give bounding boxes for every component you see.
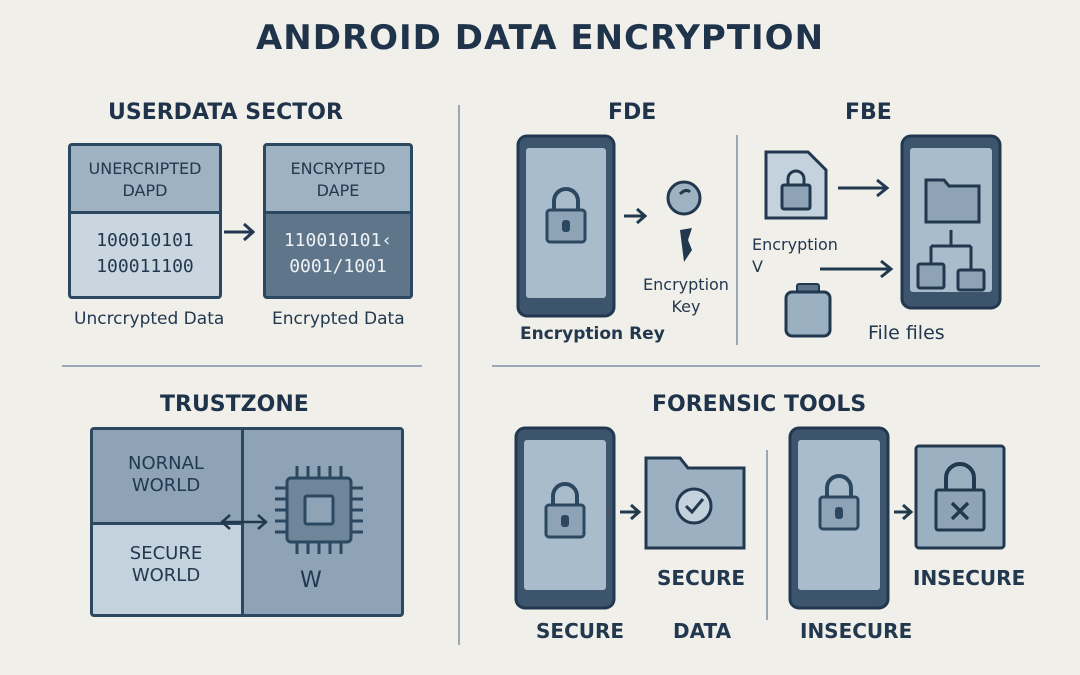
insecure-label: INSECURE: [913, 566, 1026, 590]
unencrypted-bits-1: 100010101: [96, 230, 194, 251]
forensic-heading: FORENSIC TOOLS: [652, 392, 867, 417]
secure-label: SECURE: [657, 566, 746, 590]
insecure-caption: INSECURE: [800, 619, 913, 643]
fbe-container-icon: [784, 283, 832, 338]
userdata-heading: USERDATA SECTOR: [108, 100, 343, 125]
encrypted-bits-1: 110010101‹: [283, 230, 393, 251]
vertical-divider: [458, 105, 460, 645]
double-arrow-icon: [220, 514, 268, 530]
secure-world-label: SECURE WORLD: [129, 543, 203, 586]
divider-right-horizontal: [492, 365, 1040, 367]
chip-mark: W: [300, 568, 322, 593]
unencrypted-caption: Uncrcrypted Data: [74, 309, 225, 329]
normal-world-region: [93, 430, 244, 525]
fde-key-label: Encryption Key: [643, 275, 729, 316]
fbe-arrow-top-icon: [838, 178, 890, 198]
divider-forensic: [766, 450, 768, 620]
data-caption: DATA: [673, 619, 732, 643]
unencrypted-bits-2: 100011100: [96, 256, 194, 277]
fbe-label: Encryption V: [752, 235, 838, 276]
insecure-lock-icon: [914, 444, 1006, 550]
unencrypted-data-box: UNERCRIPTED DAPD 100010101 100011100: [68, 143, 222, 299]
chip-icon: [275, 466, 363, 554]
key-icon: [666, 180, 702, 262]
trustzone-heading: TRUSTZONE: [160, 392, 309, 417]
encrypted-box-header: ENCRYPTED DAPE: [266, 146, 410, 214]
secure-folder-icon: [644, 456, 746, 550]
fbe-file-lock-icon: [764, 150, 828, 220]
divider-left-horizontal: [62, 365, 422, 367]
fde-caption: Encryption Rey: [520, 324, 665, 344]
fde-arrow-icon: [624, 207, 648, 225]
divider-fde-fbe: [736, 135, 738, 345]
fbe-caption: File files: [868, 322, 945, 344]
userdata-arrow-icon: [224, 222, 256, 242]
fde-phone-icon: [516, 134, 616, 318]
secure-arrow-icon: [620, 503, 642, 521]
fbe-arrow-bottom-icon: [820, 259, 894, 279]
secure-phone-icon: [514, 426, 616, 610]
fbe-heading: FBE: [845, 100, 892, 125]
insecure-arrow-icon: [894, 503, 914, 521]
encrypted-data-box: ENCRYPTED DAPE 110010101‹ 0001/1001: [263, 143, 413, 299]
encrypted-bits-2: 0001/1001: [289, 256, 387, 277]
fbe-phone-icon: [900, 134, 1002, 310]
insecure-phone-icon: [788, 426, 890, 610]
secure-caption: SECURE: [536, 619, 625, 643]
encrypted-caption: Encrypted Data: [272, 309, 405, 329]
normal-world-label: NORNAL WORLD: [128, 453, 204, 496]
page-title: ANDROID DATA ENCRYPTION: [255, 18, 825, 58]
secure-world-region: [93, 525, 244, 614]
fde-heading: FDE: [608, 100, 657, 125]
unencrypted-box-header: UNERCRIPTED DAPD: [71, 146, 219, 214]
